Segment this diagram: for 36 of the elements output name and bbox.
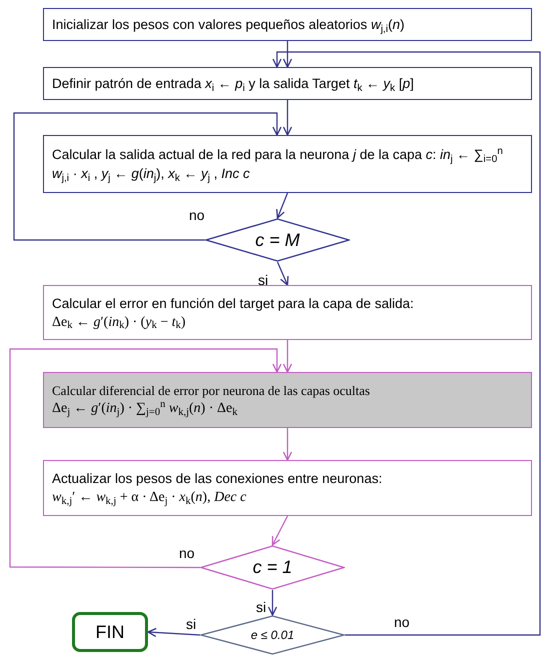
- process-box: [43, 8, 532, 41]
- formula-text: w$_{k,j}$′ ← w$_{k,j}$ + α · Δe$_{j}$ · x$_{k}$(n), Dec c: [52, 489, 248, 507]
- formula-text: Δe$_{k}$ ← g′(in$_{k}$) · (y$_{k}$ − t$_{k}$): [52, 314, 187, 332]
- decision-diamond: [200, 545, 345, 590]
- step-text: Definir patrón de entrada x$_{i}$ ← p$_{i}$ y la salida Target t$_{k}$ ← y$_{k}$ [p]: [52, 75, 415, 93]
- arrow: [9, 348, 282, 568]
- arrow: [272, 51, 541, 636]
- arrow: [268, 590, 278, 616]
- condition-text: c = 1: [252, 556, 292, 579]
- step-text: Actualizar los pesos de las conexiones entre neuronas:: [52, 470, 384, 488]
- process-box: [43, 460, 532, 516]
- formula-text: Δe$_{j}$ ← g′(in$_{j}$) · ∑$_{j=0}$$^{n}$ w$_{k,j}$(n) · Δe$_{k}$: [52, 399, 238, 418]
- arrow: [147, 628, 200, 638]
- process-box: [43, 135, 532, 193]
- process-box: [43, 67, 532, 100]
- highlighted-process-box: [43, 372, 532, 428]
- edge-label: si: [185, 617, 198, 631]
- terminal-text: FIN: [96, 620, 124, 644]
- step-text: Calcular el error en función del target para la capa de salida:: [52, 294, 415, 312]
- arrow: [282, 428, 292, 461]
- condition-text: c = M: [255, 228, 300, 252]
- arrow: [282, 100, 292, 136]
- edge-label: si: [255, 600, 268, 614]
- terminal-box: [72, 612, 148, 652]
- process-box: [43, 285, 532, 340]
- arrow: [276, 262, 289, 286]
- arrow: [13, 112, 282, 241]
- arrow: [282, 340, 292, 373]
- condition-text: e ≤ 0.01: [250, 627, 294, 644]
- arrow: [272, 516, 288, 546]
- arrow: [282, 41, 292, 68]
- step-text: Calcular diferencial de error por neurona de las capas ocultas: [52, 382, 371, 399]
- decision-diamond: [205, 218, 350, 262]
- decision-diamond: [200, 615, 345, 655]
- arrow: [276, 192, 288, 219]
- step-text: Inicializar los pesos con valores pequeños aleatorios w$_{j,i}$(n): [52, 16, 406, 34]
